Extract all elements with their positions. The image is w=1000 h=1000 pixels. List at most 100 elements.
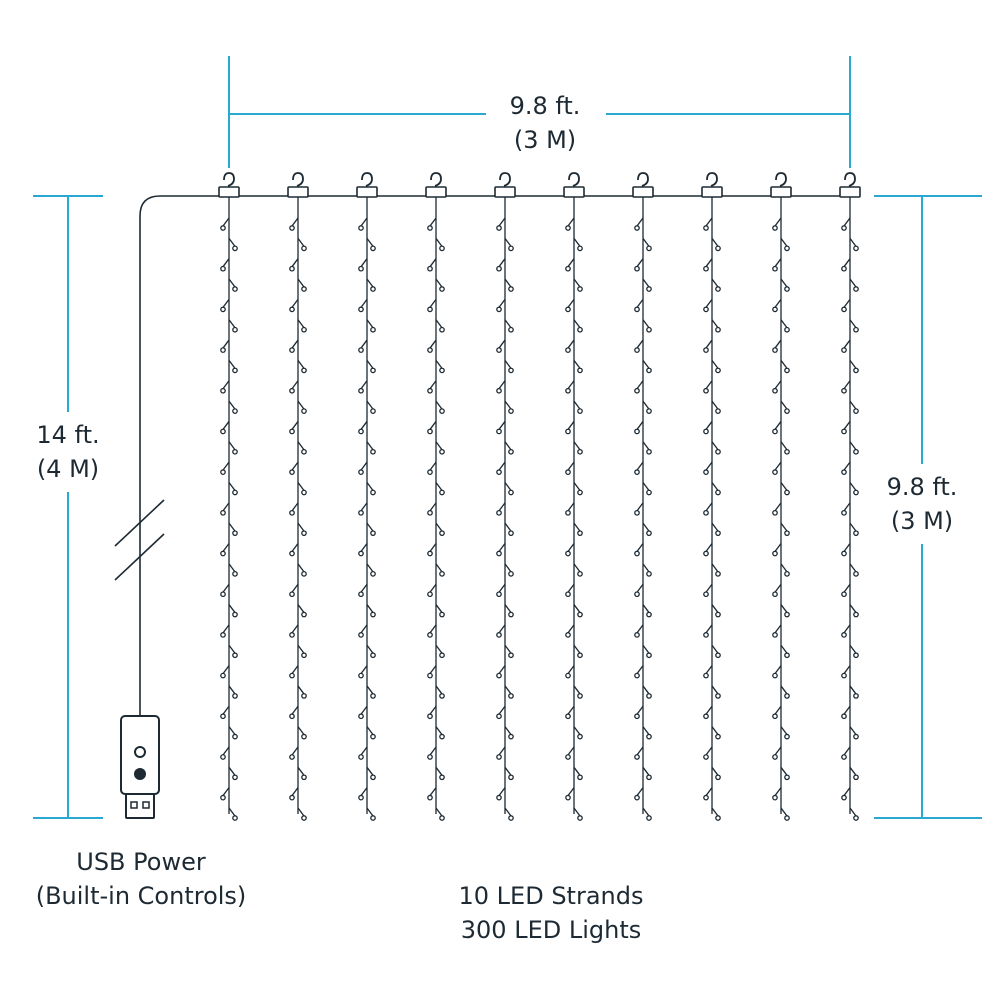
led-lead (849, 563, 857, 573)
led-bulb (841, 591, 847, 598)
led-lead (360, 665, 368, 674)
led-lead (843, 258, 851, 268)
led-bulb (301, 774, 307, 781)
strand-clip (425, 186, 447, 198)
led-lead (435, 237, 443, 247)
led-lead (297, 400, 305, 410)
led-lead (498, 339, 506, 349)
led-lead (567, 502, 575, 512)
led-lead (366, 807, 374, 817)
led-bulb (439, 245, 445, 252)
led-lead (843, 665, 851, 674)
lead-cable (139, 195, 161, 716)
led-lead (498, 258, 506, 268)
led-bulb (715, 408, 721, 414)
led-bulb (232, 489, 238, 496)
strand-clip (770, 186, 792, 198)
led-lead (429, 543, 437, 552)
led-lead (291, 461, 299, 471)
led-lead (711, 644, 719, 654)
led-bulb (232, 448, 238, 455)
led-bulb (715, 326, 721, 333)
led-lead (705, 543, 713, 552)
led-bulb (370, 774, 376, 781)
led-bulb (358, 509, 364, 516)
led-lead (429, 583, 437, 593)
led-lead (573, 685, 581, 695)
led-lead (573, 237, 581, 247)
led-bulb (508, 652, 514, 659)
led-bulb (715, 733, 721, 740)
led-bulb (772, 509, 778, 516)
led-lead (366, 644, 374, 654)
led-bulb (358, 306, 364, 313)
led-bulb (841, 225, 847, 231)
led-lead (366, 319, 374, 329)
hook-icon (361, 172, 373, 187)
led-lead (222, 217, 230, 227)
strand-clip (839, 186, 861, 198)
led-lead (360, 461, 368, 471)
height-label-ft: 9.8 ft. (886, 473, 958, 501)
led-lead (366, 237, 374, 247)
led-lead (228, 441, 236, 451)
led-bulb (703, 550, 709, 557)
led-lead (780, 766, 788, 776)
led-lead (642, 807, 650, 817)
led-bulb (232, 815, 238, 821)
led-bulb (853, 774, 859, 781)
led-lead (366, 685, 374, 695)
led-lead (636, 217, 644, 227)
led-bulb (370, 286, 376, 292)
led-lead (843, 217, 851, 227)
led-bulb (358, 754, 364, 760)
led-strand (218, 172, 240, 821)
led-bulb (358, 713, 364, 720)
led-lead (774, 502, 782, 512)
led-bulb (370, 693, 376, 699)
led-bulb (634, 672, 640, 679)
led-lead (780, 726, 788, 736)
led-bulb (439, 448, 445, 455)
led-lead (429, 461, 437, 471)
cable-length-label-ft: 14 ft. (36, 421, 100, 449)
strand-clip (356, 186, 378, 198)
led-lead (291, 421, 299, 430)
led-lead (849, 278, 857, 288)
led-lead (228, 563, 236, 573)
led-bulb (784, 815, 790, 821)
led-lead (780, 644, 788, 654)
led-lead (849, 360, 857, 369)
led-bulb (358, 794, 364, 801)
led-strand (770, 172, 792, 821)
led-bulb (703, 509, 709, 516)
led-lead (360, 217, 368, 227)
led-bulb (232, 530, 238, 537)
led-bulb (853, 815, 859, 821)
led-bulb (358, 387, 364, 394)
led-bulb (496, 550, 502, 557)
led-bulb (427, 225, 433, 231)
led-lead (222, 583, 230, 593)
led-lead (567, 705, 575, 715)
led-bulb (853, 286, 859, 292)
led-bulb (301, 245, 307, 252)
hook-icon (223, 172, 235, 187)
led-lead (780, 278, 788, 288)
usb-controller (120, 715, 160, 819)
led-bulb (634, 428, 640, 435)
led-bulb (577, 611, 583, 618)
led-strand (632, 172, 654, 821)
led-lead (780, 482, 788, 491)
led-bulb (853, 245, 859, 252)
led-bulb (220, 347, 226, 353)
led-bulb (853, 367, 859, 374)
led-lead (504, 400, 512, 410)
led-bulb (220, 632, 226, 638)
led-bulb (784, 245, 790, 252)
usb-plug-icon (125, 793, 155, 819)
led-lead (636, 624, 644, 634)
led-lead (849, 319, 857, 329)
led-lead (642, 278, 650, 288)
led-lead (573, 441, 581, 451)
